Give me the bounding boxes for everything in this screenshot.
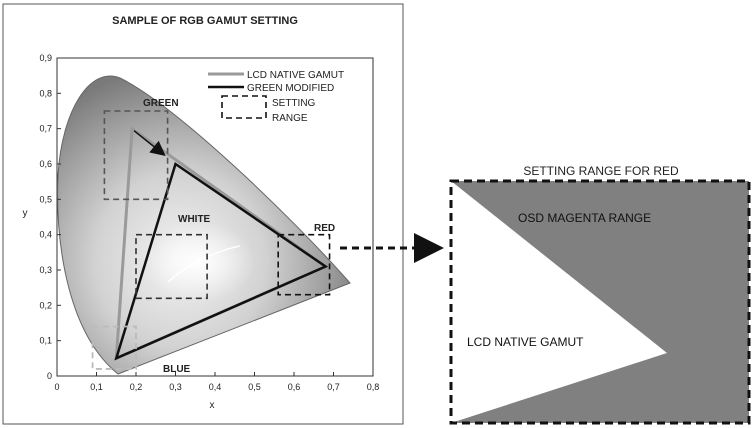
setting-range-red [277,233,331,296]
y-tick-label: 0,7 [39,124,52,134]
y-axis-ticks: 0 0,1 0,2 0,3 0,4 0,5 0,6 0,7 0,8 0,9 [39,53,61,381]
x-tick-label: 0,2 [130,382,143,392]
x-tick-label: 0,6 [288,382,301,392]
x-axis-ticks: 0 0,1 0,2 0,3 0,4 0,5 0,6 0,7 0,8 [54,372,379,392]
x-tick-label: 0,5 [248,382,261,392]
right-panel-title: SETTING RANGE FOR RED [523,164,679,178]
green-modified-gamut-triangle [114,162,329,361]
y-tick-label: 0,2 [39,300,52,310]
setting-range-blue [91,325,137,370]
setting-range-red-detail-frame [449,179,751,425]
x-tick-label: 0,4 [209,382,222,392]
legend: LCD NATIVE GAMUT GREEN MODIFIED SETTING … [208,70,344,124]
white-point-glow [145,222,255,302]
label-green: GREEN [143,98,179,109]
x-tick-label: 0,3 [169,382,182,392]
y-tick-label: 0,1 [39,336,52,346]
label-blue: BLUE [163,364,191,375]
y-axis-label: y [23,208,28,219]
label-red: RED [314,223,335,234]
y-tick-label: 0,9 [39,53,52,63]
y-tick-label: 0,6 [39,159,52,169]
planckian-locus [167,245,241,283]
legend-setting-label-1: SETTING [272,98,316,109]
y-tick-label: 0,8 [39,88,52,98]
x-axis-label: x [210,400,215,411]
native-gamut-wedge [451,181,667,423]
y-tick-label: 0,3 [39,265,52,275]
legend-setting-swatch [221,95,267,119]
legend-modified-label: GREEN MODIFIED [247,83,334,94]
legend-native-label: LCD NATIVE GAMUT [247,70,344,81]
chart-title: SAMPLE OF RGB GAMUT SETTING [112,15,298,27]
x-tick-label: 0 [54,382,59,392]
x-tick-label: 0,8 [367,382,380,392]
setting-range-white [135,233,208,300]
x-tick-label: 0,1 [90,382,103,392]
setting-range-green [103,110,169,201]
y-tick-label: 0,4 [39,230,52,240]
label-white: WHITE [178,214,211,225]
legend-setting-label-2: RANGE [272,113,308,124]
lcd-native-gamut-label: LCD NATIVE GAMUT [467,335,584,349]
y-tick-label: 0 [47,371,52,381]
osd-magenta-range-label: OSD MAGENTA RANGE [518,211,651,225]
x-tick-label: 0,7 [327,382,340,392]
y-tick-label: 0,5 [39,194,52,204]
green-shift-arrow [133,130,166,156]
